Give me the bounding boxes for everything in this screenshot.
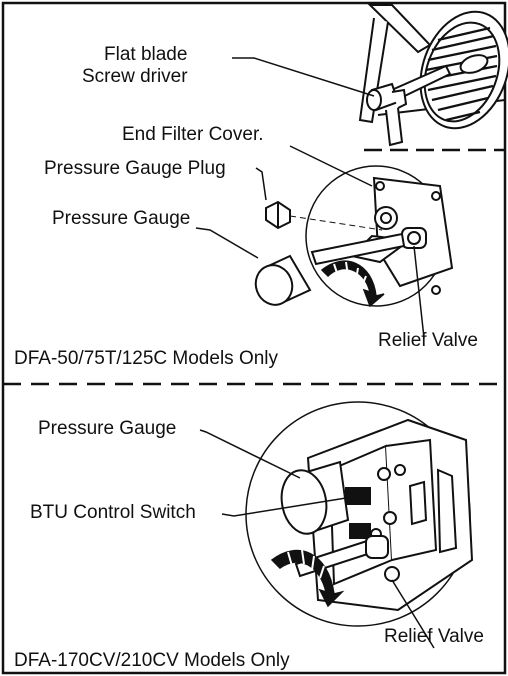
label-pressure-gauge-top: Pressure Gauge: [52, 208, 191, 229]
pressure-gauge-plug-part: [265, 200, 291, 230]
bottom-pressure-gauge-part: [280, 460, 350, 535]
bottom-rotation-arrow: [270, 549, 345, 608]
rotation-arrow: [320, 260, 385, 308]
label-screw-driver: Screw driver: [82, 66, 188, 87]
relief-valve: [310, 227, 427, 266]
caption-top-models: DFA-50/75T/125C Models Only: [14, 348, 279, 369]
label-btu-control-switch: BTU Control Switch: [30, 502, 196, 523]
pressure-gauge-part: [254, 254, 312, 306]
label-end-filter-cover: End Filter Cover.: [122, 124, 264, 145]
bottom-leader-lines: [199, 429, 435, 649]
label-flat-blade: Flat blade: [104, 44, 188, 65]
caption-bottom-models: DFA-170CV/210CV Models Only: [14, 650, 290, 671]
label-pressure-gauge-plug: Pressure Gauge Plug: [44, 158, 226, 179]
label-pressure-gauge-bottom: Pressure Gauge: [38, 418, 177, 439]
screwdriver-illustration: [366, 54, 489, 147]
alignment-line: [289, 215, 383, 231]
top-leader-lines: [195, 57, 425, 339]
label-relief-valve-top: Relief Valve: [378, 330, 478, 351]
label-relief-valve-bottom: Relief Valve: [384, 626, 484, 647]
